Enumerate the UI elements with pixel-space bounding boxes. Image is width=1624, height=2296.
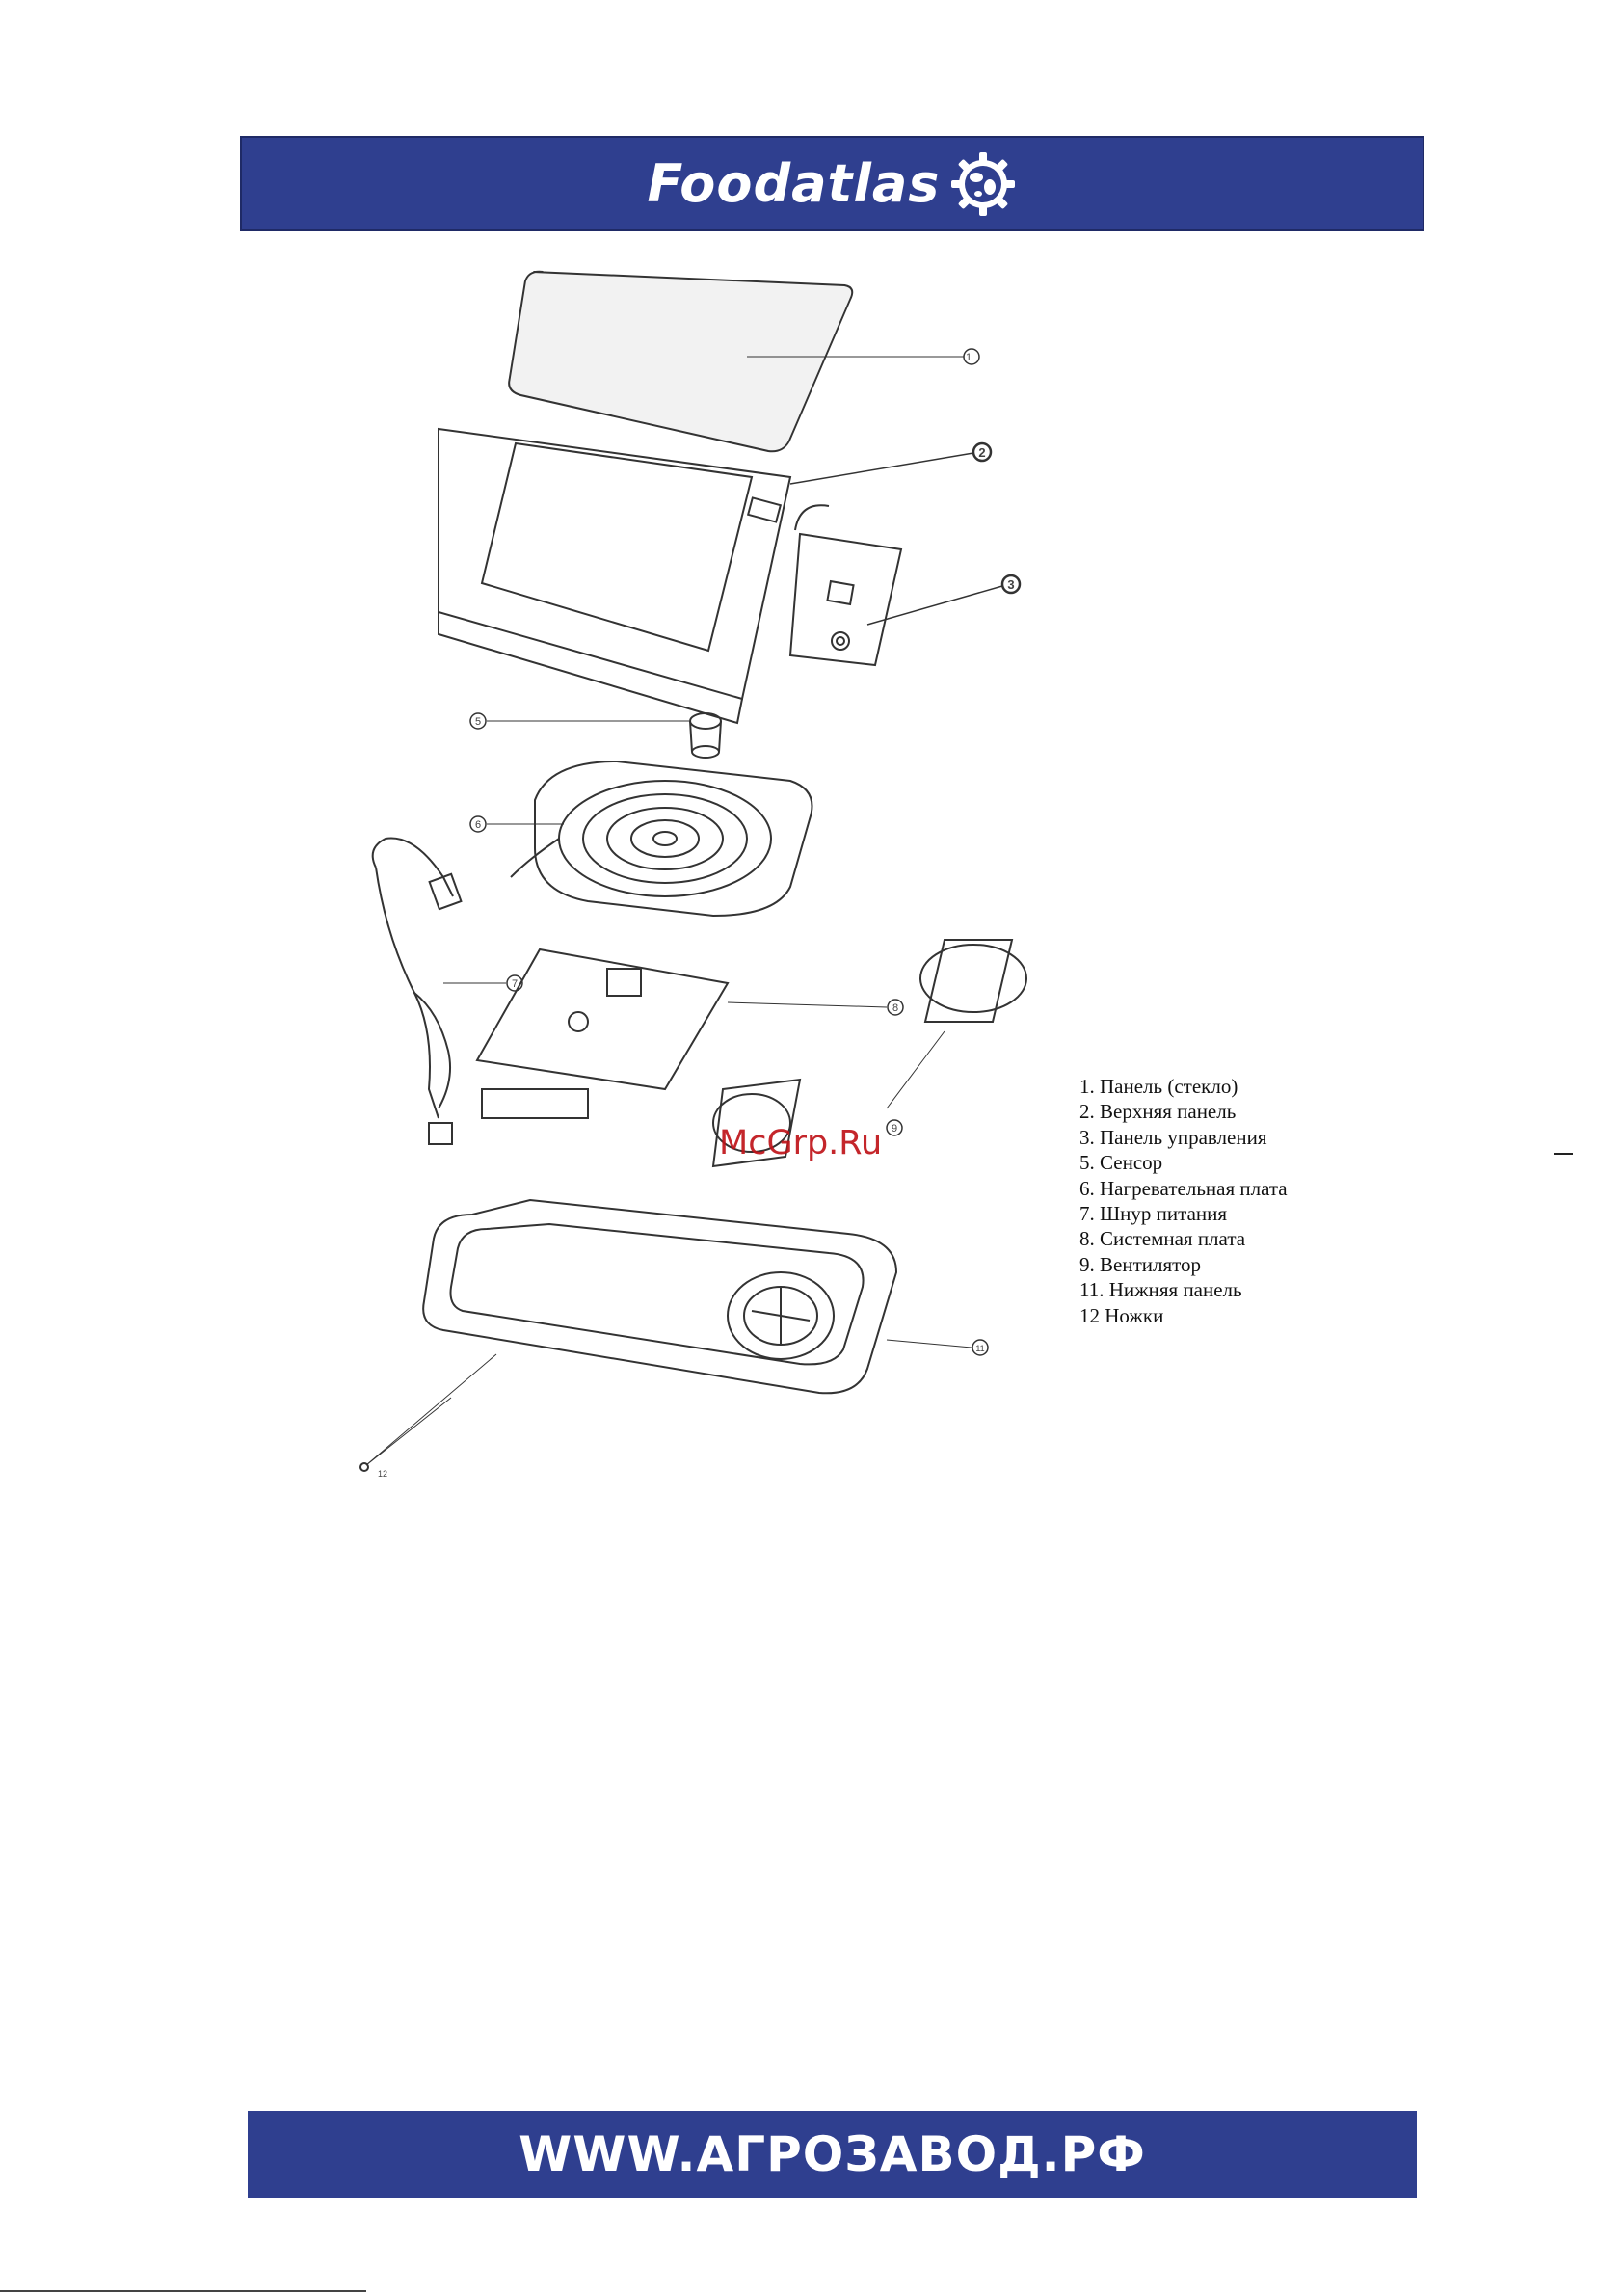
callout-1: 1 xyxy=(966,352,972,363)
legend-item: 3. Панель управления xyxy=(1079,1125,1288,1150)
legend-item: 11. Нижняя панель xyxy=(1079,1277,1288,1302)
bottom-rule xyxy=(0,2290,366,2292)
exploded-view-diagram: 1 2 3 5 6 7 8 9 11 12 xyxy=(347,260,1099,1494)
legend-item: 8. Системная плата xyxy=(1079,1226,1288,1251)
bottom-panel-part xyxy=(423,1200,896,1393)
legend-item: 12 Ножки xyxy=(1079,1303,1288,1328)
legend-item: 1. Панель (стекло) xyxy=(1079,1074,1288,1099)
footer-banner: WWW.АГРОЗАВОД.РФ xyxy=(248,2111,1417,2198)
callout-9: 9 xyxy=(892,1123,897,1135)
legend-item: 6. Нагревательная плата xyxy=(1079,1176,1288,1201)
header-banner: Foodatlas xyxy=(240,136,1424,231)
parts-legend: 1. Панель (стекло) 2. Верхняя панель 3. … xyxy=(1079,1074,1288,1328)
callout-2: 2 xyxy=(978,445,985,460)
sensor-part xyxy=(690,713,721,758)
callout-7: 7 xyxy=(512,978,518,990)
callout-3: 3 xyxy=(1007,577,1014,592)
callout-5: 5 xyxy=(475,716,481,728)
legend-item: 5. Сенсор xyxy=(1079,1150,1288,1175)
gear-globe-icon xyxy=(949,150,1017,218)
callout-12: 12 xyxy=(378,1469,387,1479)
callout-8: 8 xyxy=(892,1002,898,1014)
power-cord-part xyxy=(373,839,462,1145)
legend-item: 9. Вентилятор xyxy=(1079,1252,1288,1277)
legend-item: 7. Шнур питания xyxy=(1079,1201,1288,1226)
heating-plate-part xyxy=(511,761,812,916)
footer-url[interactable]: WWW.АГРОЗАВОД.РФ xyxy=(519,2126,1146,2182)
glass-panel-part xyxy=(499,272,855,452)
legend-item: 2. Верхняя панель xyxy=(1079,1099,1288,1124)
brand-name: Foodatlas xyxy=(648,153,941,214)
callout-11: 11 xyxy=(975,1344,984,1353)
callout-6: 6 xyxy=(475,819,481,831)
control-board-part xyxy=(790,505,901,665)
upper-panel-part xyxy=(439,429,790,723)
watermark: McGrp.Ru xyxy=(719,1124,882,1162)
feet-part xyxy=(360,1354,496,1471)
margin-mark xyxy=(1554,1153,1573,1155)
brand-logo: Foodatlas xyxy=(648,150,1018,218)
